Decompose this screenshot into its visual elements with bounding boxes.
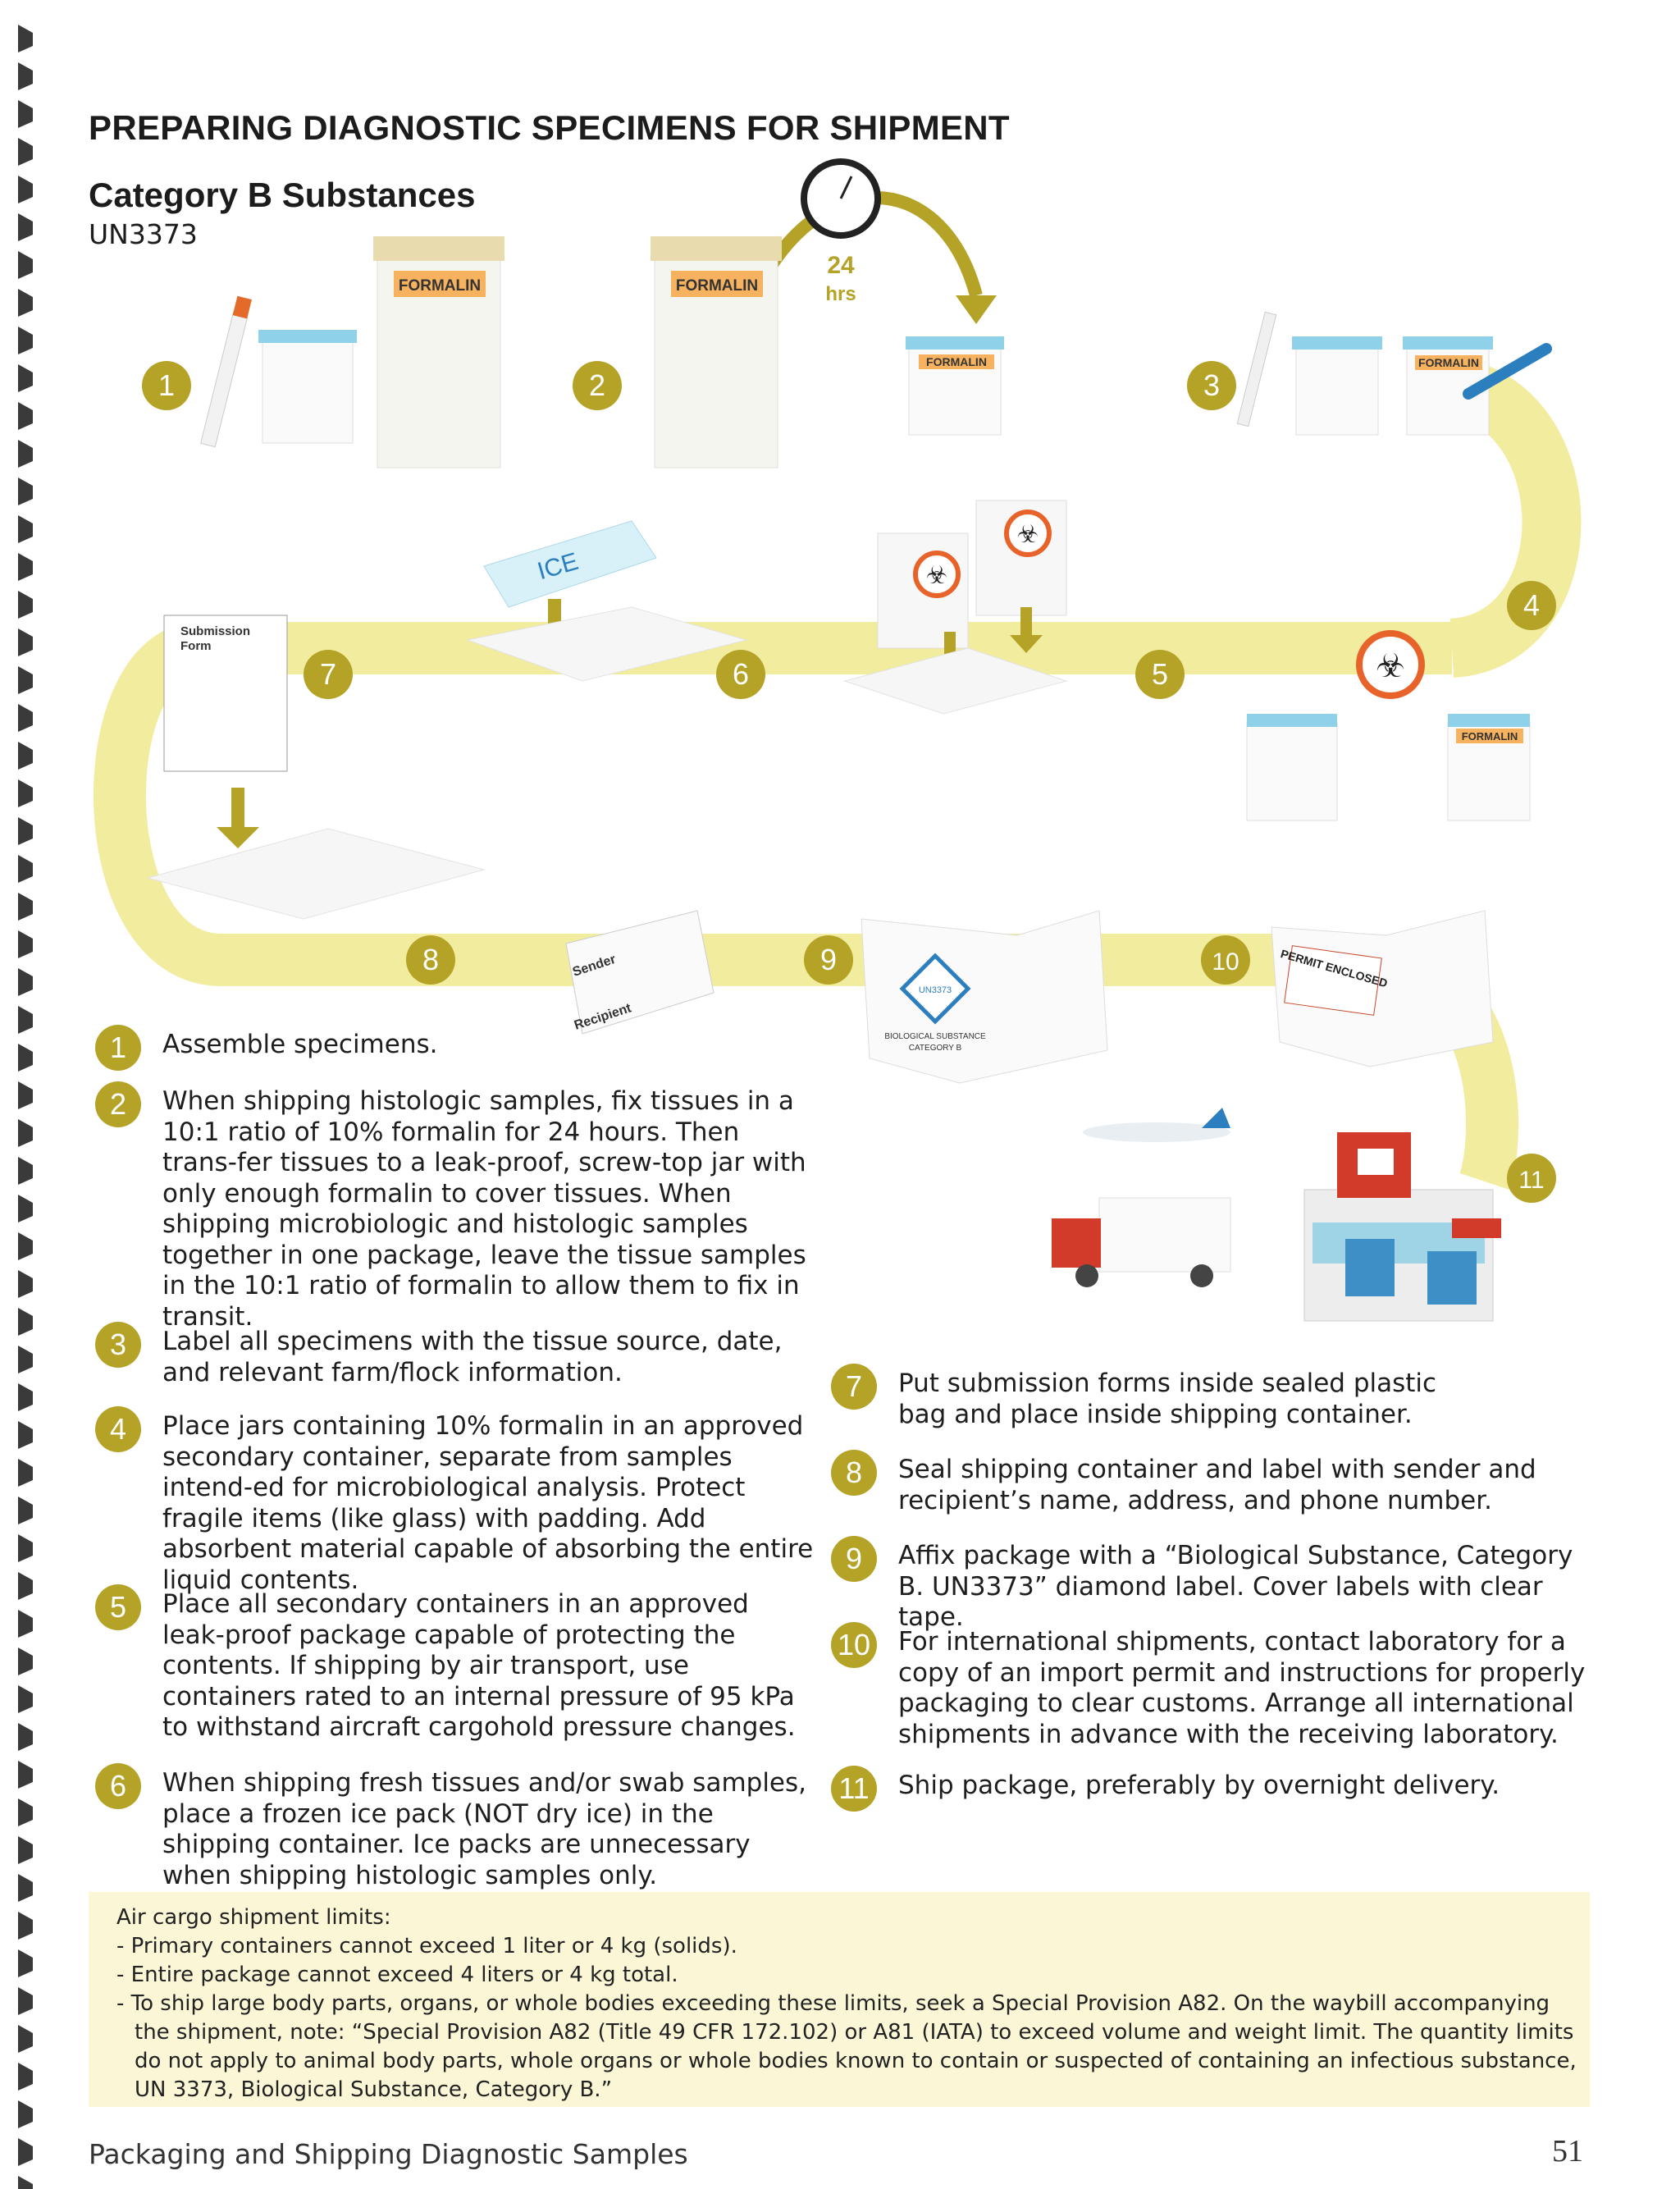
step-text: When shipping fresh tissues and/or swab … — [162, 1768, 807, 1890]
workflow-illustration: 24 hrs FORMALIN FORMALIN FORMALIN FORMAL… — [94, 158, 1582, 1322]
airplane-icon — [1083, 1108, 1230, 1142]
un-code: UN3373 — [89, 218, 198, 250]
step-marker — [1187, 361, 1236, 410]
step-marker-label: 8 — [422, 943, 439, 976]
step-marker-label: 4 — [1523, 588, 1540, 622]
specimen-cup — [262, 336, 354, 444]
submission-form — [163, 615, 288, 772]
page-number: 51 — [1552, 2134, 1583, 2168]
pen-icon — [1463, 343, 1552, 400]
step-11: 11 Ship package, preferably by overnight… — [831, 1766, 1594, 1812]
step-marker-label: 6 — [733, 657, 749, 691]
formalin-label: FORMALIN — [399, 277, 481, 295]
step-4: 4 Place jars containing 10% formalin in … — [95, 1406, 833, 1596]
note-item: - Primary containers cannot exceed 1 lit… — [116, 1934, 737, 1958]
step-text: Label all specimens with the tissue sour… — [162, 1327, 783, 1387]
step-marker — [406, 935, 455, 985]
step-8: 8 Seal shipping container and label with… — [831, 1450, 1594, 1516]
timer-arrow — [757, 191, 983, 298]
note-item: - Entire package cannot exceed 4 liters … — [116, 1963, 678, 1987]
svg-text:☣: ☣ — [1376, 648, 1405, 684]
formalin-label: FORMALIN — [1418, 356, 1479, 369]
step-marker — [1507, 1154, 1556, 1203]
step-6: 6 When shipping fresh tissues and/or swa… — [95, 1763, 833, 1891]
formalin-label: FORMALIN — [1462, 730, 1518, 743]
step-text: When shipping histologic samples, fix ti… — [162, 1086, 806, 1332]
hours-unit: hrs — [825, 283, 856, 305]
step-number: 7 — [831, 1364, 877, 1410]
step-marker-label: 11 — [1518, 1167, 1544, 1194]
step-number: 11 — [831, 1766, 877, 1812]
footer-title: Packaging and Shipping Diagnostic Sample… — [89, 2138, 688, 2170]
timer-arrow-head — [956, 295, 997, 324]
svg-text:BIOLOGICAL SUBSTANCE: BIOLOGICAL SUBSTANCE — [884, 1032, 986, 1041]
formalin-label: FORMALIN — [676, 277, 758, 295]
step-marker — [142, 361, 191, 410]
formalin-label: FORMALIN — [926, 355, 987, 368]
permit-envelope — [1284, 945, 1382, 1016]
step-marker-label: 10 — [1212, 948, 1239, 976]
step-marker-label: 5 — [1152, 657, 1168, 691]
svg-text:Submission: Submission — [180, 624, 250, 638]
biohazard-icon — [1356, 630, 1425, 699]
small-formalin-jar: FORMALIN — [906, 336, 1004, 436]
step-number: 2 — [95, 1081, 141, 1127]
step-7: 7 Put submission forms inside sealed pla… — [831, 1364, 1594, 1430]
step-marker — [1201, 935, 1250, 985]
address-labels — [565, 910, 714, 1035]
delivery-truck-icon — [1052, 1197, 1231, 1287]
step-number: 6 — [95, 1763, 141, 1809]
step-marker — [573, 361, 622, 410]
step-marker-label: 2 — [589, 368, 605, 402]
un3373-diamond — [899, 953, 971, 1025]
step-marker-label: 3 — [1203, 368, 1220, 402]
step-marker — [716, 650, 765, 699]
step-number: 5 — [95, 1584, 141, 1630]
step-1: 1 Assemble specimens. — [95, 1025, 833, 1071]
ice-pack — [483, 520, 657, 608]
step-marker — [1135, 650, 1185, 699]
step-2: 2 When shipping histologic samples, fix … — [95, 1081, 833, 1332]
step-marker-label: 9 — [820, 943, 837, 976]
step-marker — [1507, 581, 1556, 630]
formalin-jar-2: FORMALIN — [651, 236, 782, 468]
step-number: 8 — [831, 1450, 877, 1496]
step-text: Put submission forms inside sealed plast… — [898, 1369, 1437, 1429]
step-text: Assemble specimens. — [162, 1030, 438, 1059]
svg-text:CATEGORY B: CATEGORY B — [909, 1044, 962, 1053]
step-10: 10 For international shipments, contact … — [831, 1622, 1594, 1750]
step-marker-label: 7 — [320, 657, 336, 691]
step-marker — [304, 650, 353, 699]
step-number: 9 — [831, 1536, 877, 1582]
step-marker-label: 1 — [158, 368, 175, 402]
step-number: 10 — [831, 1622, 877, 1668]
post-office-icon — [1303, 1132, 1501, 1322]
svg-text:☣: ☣ — [1017, 521, 1039, 548]
step-markers: 1 2 3 4 5 6 7 8 9 10 11 — [142, 361, 1556, 1203]
step-text: For international shipments, contact lab… — [898, 1627, 1586, 1749]
hours-value: 24 — [827, 252, 855, 279]
svg-text:Form: Form — [180, 639, 212, 653]
step-number: 3 — [95, 1322, 141, 1368]
air-cargo-limits-note: Air cargo shipment limits: - Primary con… — [89, 1892, 1590, 2107]
step-number: 4 — [95, 1406, 141, 1452]
note-item: - To ship large body parts, organs, or w… — [116, 1991, 1577, 2102]
svg-text:☣: ☣ — [926, 562, 948, 589]
page-title: PREPARING DIAGNOSTIC SPECIMENS FOR SHIPM… — [89, 108, 1010, 147]
step-text: Affix package with a “Biological Substan… — [898, 1541, 1573, 1632]
note-heading: Air cargo shipment limits: — [116, 1905, 391, 1930]
step-9: 9 Affix package with a “Biological Subst… — [831, 1536, 1594, 1634]
page-subtitle: Category B Substances — [89, 176, 476, 214]
step-text: Place all secondary containers in an app… — [162, 1589, 796, 1742]
step-text: Ship package, preferably by overnight de… — [898, 1771, 1500, 1800]
formalin-jar-1: FORMALIN — [373, 236, 504, 468]
step-text: Seal shipping container and label with s… — [898, 1455, 1536, 1515]
step-marker — [804, 935, 853, 985]
svg-text:UN3373: UN3373 — [919, 985, 952, 995]
step-5: 5 Place all secondary containers in an a… — [95, 1584, 833, 1743]
step-number: 1 — [95, 1025, 141, 1071]
step-text: Place jars containing 10% formalin in an… — [162, 1411, 814, 1595]
spiral-binding — [18, 25, 33, 2189]
step-3: 3 Label all specimens with the tissue so… — [95, 1322, 833, 1388]
